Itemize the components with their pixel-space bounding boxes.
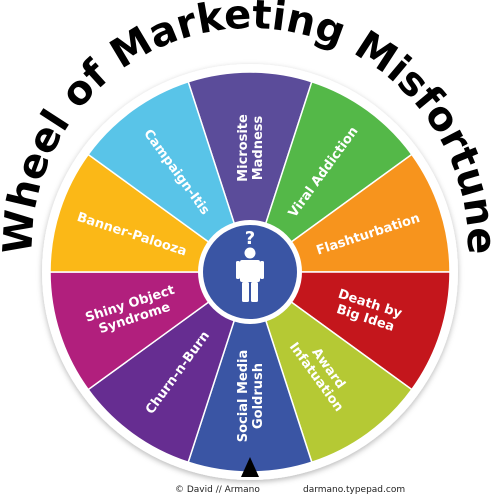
wheel-segment [247, 153, 451, 273]
wheel-segment [247, 271, 451, 391]
segment-label: MicrositeMadness [236, 114, 266, 182]
segment-label-line: Microsite [236, 114, 251, 182]
segment-label-line: Social Media [236, 350, 251, 443]
author-credit: © David // Armano [175, 485, 260, 495]
person-icon [236, 247, 264, 302]
credit-line: © David // Armano darmano.typepad.com [0, 483, 497, 499]
pointer-icon [241, 457, 259, 477]
segment-label: Social MediaGoldrush [236, 350, 266, 443]
segment-label-line: Goldrush [251, 363, 266, 429]
site-url: darmano.typepad.com [303, 485, 406, 495]
wheel-segment [187, 71, 313, 275]
wheel-segment [248, 270, 413, 464]
question-mark: ? [245, 228, 255, 249]
wheel-segment [49, 271, 253, 391]
wheel-segment [87, 80, 252, 274]
wheel-segments [49, 71, 451, 473]
center-hub: ? [198, 220, 302, 324]
segment-label-line: Madness [251, 115, 266, 180]
wheel-segment [248, 80, 413, 274]
wheel-segment [49, 153, 253, 273]
wheel-segment [87, 270, 252, 464]
